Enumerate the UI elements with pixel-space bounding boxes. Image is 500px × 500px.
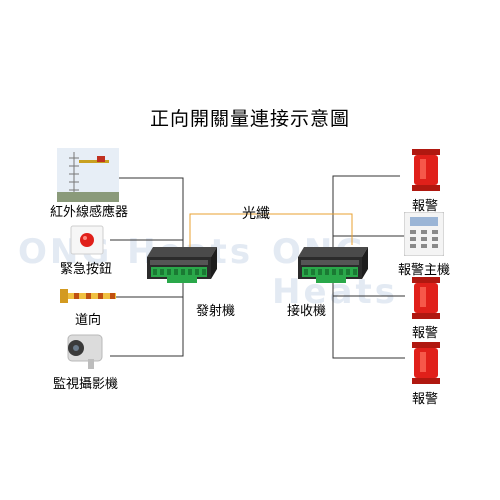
transmitter-device	[147, 247, 217, 283]
line-output-4	[332, 280, 405, 359]
output-label-alarm-host: 報警主機	[398, 263, 451, 278]
fiber-label: 光纖	[242, 206, 270, 222]
infrared-fence-sensor-icon	[57, 148, 119, 202]
input-label-infrared-sensor: 紅外線感應器	[50, 205, 129, 220]
output-label-alarm-1: 報警	[412, 199, 439, 214]
input-label-surveillance-camera: 監視攝影機	[53, 377, 119, 392]
alarm-host-panel-icon	[404, 212, 444, 256]
line-input-4	[110, 282, 184, 357]
alarm-siren-icon	[412, 342, 440, 384]
input-label-barrier-gate: 道向	[75, 313, 102, 328]
output-label-alarm-2: 報警	[412, 326, 439, 341]
line-input-1	[118, 177, 184, 275]
emergency-button-icon	[70, 225, 104, 255]
output-label-alarm-3: 報警	[412, 392, 439, 407]
line-output-1	[332, 175, 400, 276]
input-label-emergency-button: 緊急按鈕	[60, 262, 113, 277]
receiver-device	[298, 247, 368, 283]
receiver-label: 接收機	[287, 304, 327, 319]
surveillance-camera-icon	[67, 334, 103, 369]
barrier-gate-icon	[60, 289, 116, 303]
page-title: 正向開關量連接示意圖	[149, 108, 350, 130]
alarm-siren-icon	[412, 277, 440, 319]
alarm-siren-icon	[412, 149, 440, 191]
fiber-link	[189, 213, 353, 262]
transmitter-label: 發射機	[196, 304, 236, 319]
